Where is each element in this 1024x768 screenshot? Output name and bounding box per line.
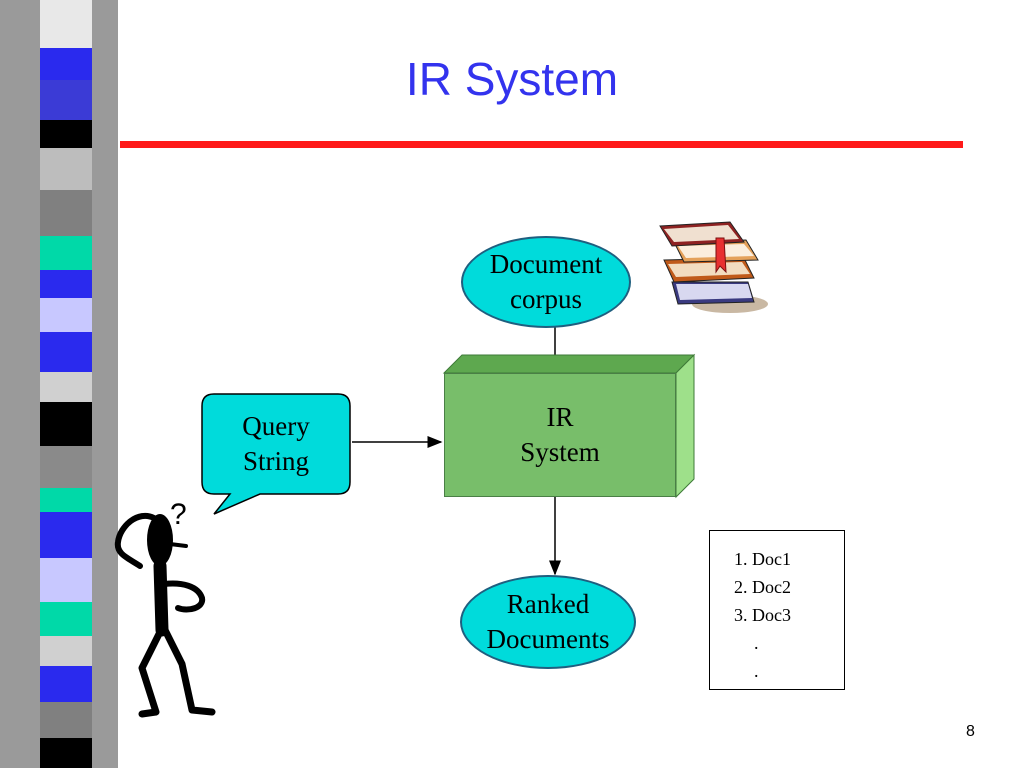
page-number: 8 — [966, 723, 975, 740]
output-label-line1: Ranked — [506, 588, 590, 619]
stripe — [40, 0, 92, 48]
ranked-results-list: 1. Doc1 2. Doc2 3. Doc3 . . — [709, 530, 845, 690]
side-stripe-bar — [0, 0, 118, 768]
slide-title: IR System — [405, 53, 619, 105]
stripe — [40, 372, 92, 402]
title-underline — [120, 141, 963, 148]
query-label-line1: Query — [242, 410, 310, 441]
list-item: 1. Doc1 — [734, 549, 791, 569]
stripe — [40, 148, 92, 190]
stripe — [40, 190, 92, 236]
query-string-bubble: Query String — [200, 392, 352, 516]
corpus-label-line1: Document — [489, 248, 603, 279]
stack-of-books-icon — [659, 221, 768, 313]
stripe — [40, 446, 92, 488]
output-label-line2: Documents — [486, 624, 610, 654]
speech-bubble-shape — [201, 393, 351, 515]
stripe — [40, 402, 92, 446]
stripe — [40, 702, 92, 738]
system-label-line2: System — [520, 437, 600, 467]
system-label-line1: IR — [546, 401, 574, 432]
ir-system-node: IR System — [442, 353, 696, 499]
ranked-documents-node: Ranked Documents — [460, 575, 636, 669]
question-mark: ? — [170, 498, 187, 531]
stripe — [40, 636, 92, 666]
stripe — [40, 298, 92, 332]
stripe — [40, 738, 92, 768]
stripe — [40, 512, 92, 558]
list-ellipsis-dot: . — [754, 661, 759, 681]
stripe — [40, 488, 92, 512]
list-item: 3. Doc3 — [734, 605, 791, 625]
stripe — [40, 558, 92, 602]
document-corpus-node: Document corpus — [461, 236, 631, 328]
stripe-column — [40, 0, 92, 768]
stripe — [40, 332, 92, 372]
query-label-line2: String — [242, 446, 309, 476]
stripe — [40, 270, 92, 298]
stripe — [40, 120, 92, 148]
stripe — [40, 236, 92, 270]
list-ellipsis-dot: . — [754, 633, 759, 653]
ir-system-block-shape — [442, 353, 696, 499]
stripe — [40, 48, 92, 80]
stripe — [40, 80, 92, 120]
stripe — [40, 602, 92, 636]
confused-stick-figure-icon: ? — [114, 498, 216, 718]
stripe — [40, 666, 92, 702]
corpus-label-line2: corpus — [510, 284, 582, 314]
list-item: 2. Doc2 — [734, 577, 791, 597]
